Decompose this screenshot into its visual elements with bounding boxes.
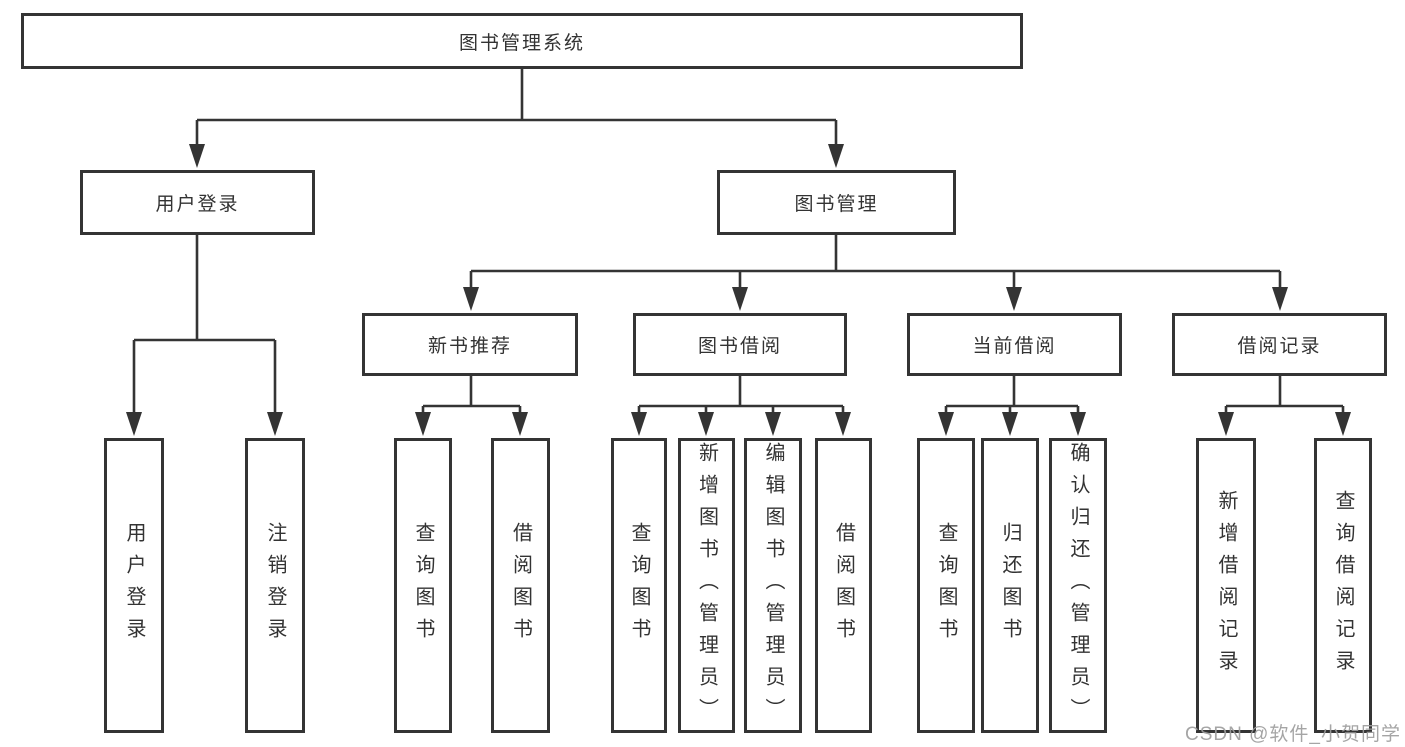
arrowheads-user-login-branch <box>126 412 283 436</box>
leaf-edit-book-admin: 编辑图书（管理员） <box>744 438 802 733</box>
leaf-borrow-book-recommend: 借阅图书 <box>491 438 550 733</box>
connector-new-book-branch <box>421 376 522 414</box>
leaf-query-book-current: 查询图书 <box>917 438 975 733</box>
leaf-borrow-book: 借阅图书 <box>815 438 872 733</box>
leaf-add-book-admin: 新增图书（管理员） <box>678 438 735 733</box>
node-borrow-record: 借阅记录 <box>1172 313 1387 376</box>
leaf-return-book: 归还图书 <box>981 438 1039 733</box>
connector-root-branch <box>195 69 838 148</box>
arrowheads-book-borrow-branch <box>631 412 851 436</box>
leaf-logout: 注销登录 <box>245 438 305 733</box>
arrowheads-current-borrow-branch <box>938 412 1086 436</box>
leaf-query-book-recommend: 查询图书 <box>394 438 452 733</box>
leaf-user-login: 用户登录 <box>104 438 164 733</box>
arrowheads-book-management-branch <box>463 287 1288 311</box>
connector-book-management-branch <box>469 235 1282 290</box>
arrowheads-new-book-branch <box>415 412 528 436</box>
arrowheads-borrow-record-branch <box>1218 412 1351 436</box>
node-user-login: 用户登录 <box>80 170 315 235</box>
node-root-system: 图书管理系统 <box>21 13 1023 69</box>
connector-user-login-branch <box>132 235 277 414</box>
arrowheads-root-branch <box>189 144 844 168</box>
leaf-query-book-borrow: 查询图书 <box>611 438 667 733</box>
connector-book-borrow-branch <box>637 376 845 414</box>
node-book-management: 图书管理 <box>717 170 956 235</box>
node-new-book-recommend: 新书推荐 <box>362 313 578 376</box>
connector-current-borrow-branch <box>944 376 1080 414</box>
csdn-watermark: CSDN @软件_小贺同学 <box>1185 724 1401 745</box>
leaf-add-borrow-record: 新增借阅记录 <box>1196 438 1256 733</box>
node-current-borrow: 当前借阅 <box>907 313 1122 376</box>
node-book-borrow: 图书借阅 <box>633 313 847 376</box>
connector-borrow-record-branch <box>1224 376 1345 414</box>
leaf-query-borrow-record: 查询借阅记录 <box>1314 438 1372 733</box>
leaf-confirm-return-admin: 确认归还（管理员） <box>1049 438 1107 733</box>
